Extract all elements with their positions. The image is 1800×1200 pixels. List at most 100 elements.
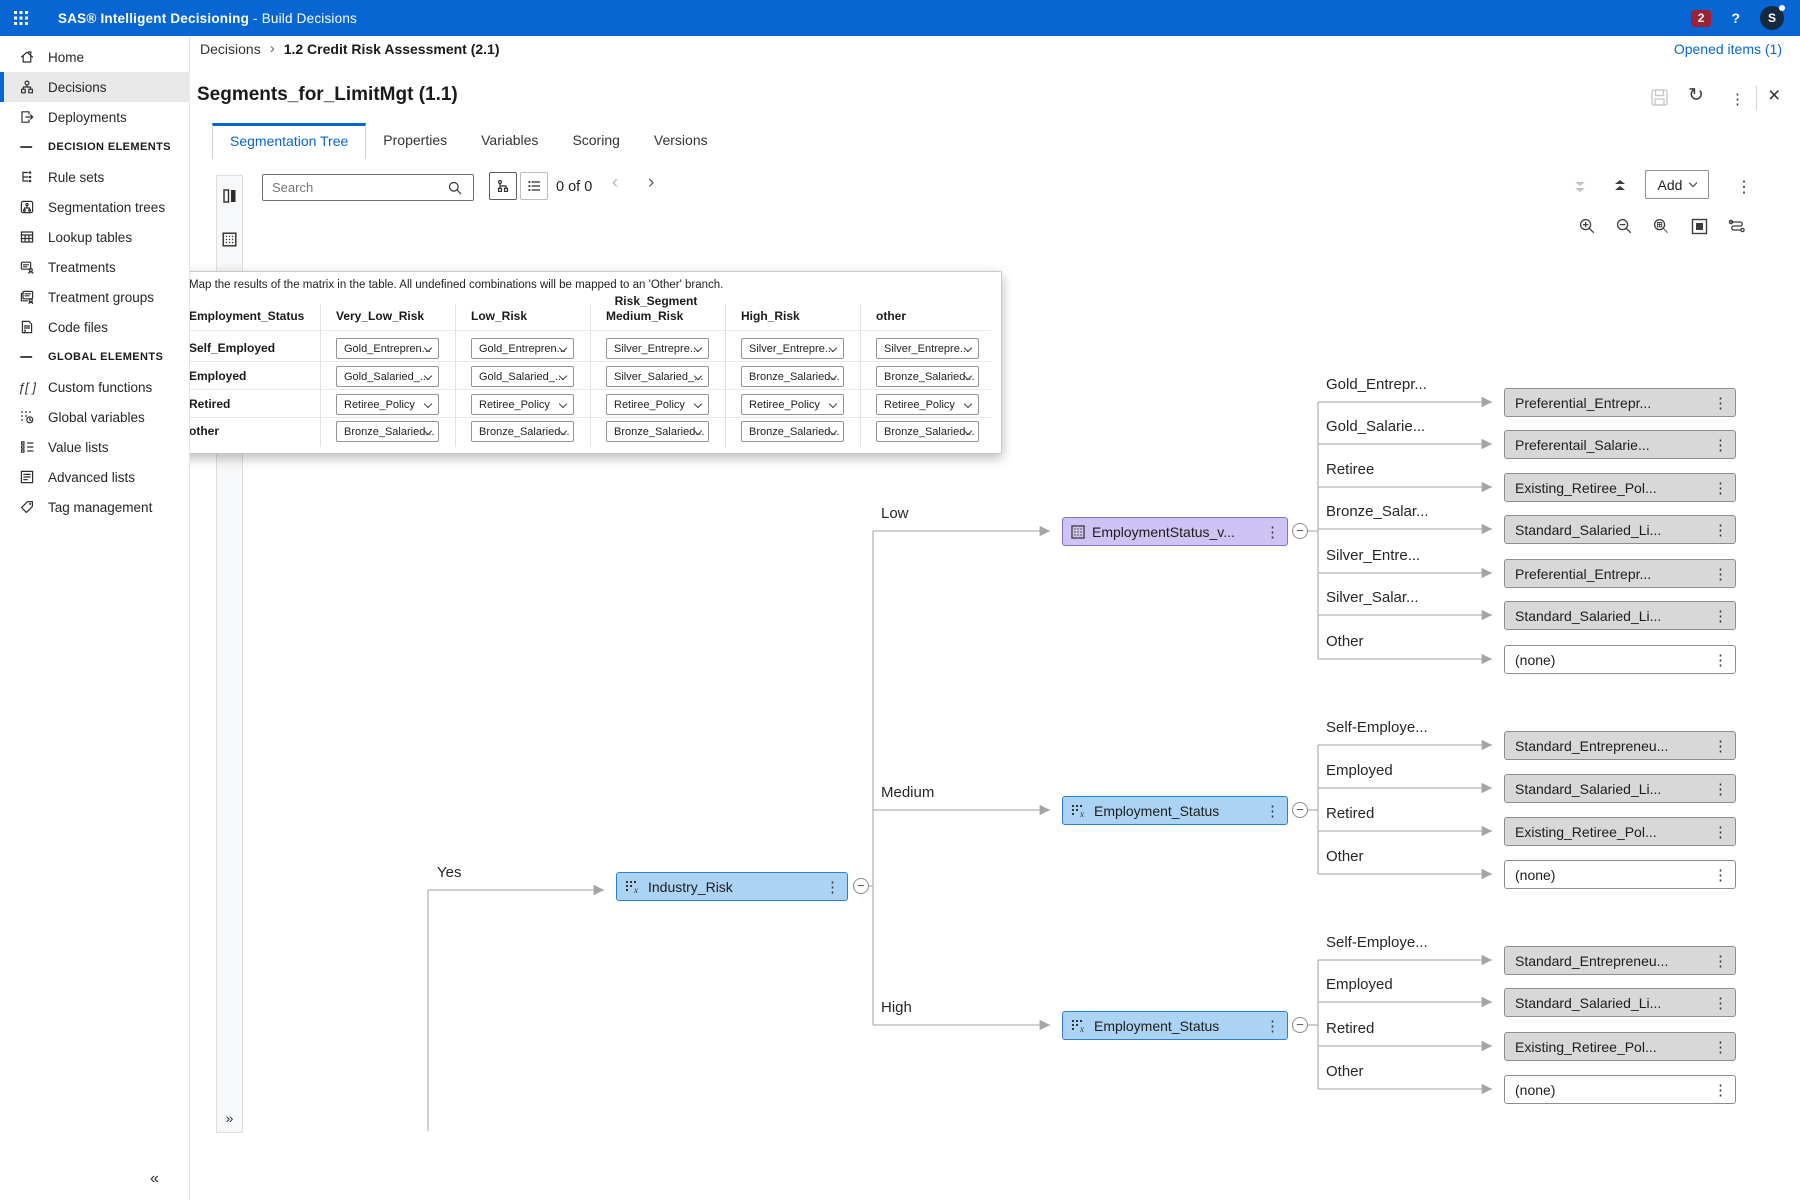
node-employment-status-high[interactable]: x Employment_Status ⋮ xyxy=(1062,1011,1288,1040)
add-button[interactable]: Add xyxy=(1645,170,1709,199)
matrix-cell-select[interactable]: Silver_Entrepre... xyxy=(606,338,709,359)
tab-scoring[interactable]: Scoring xyxy=(555,123,636,159)
sidebar-item-treatments[interactable]: Treatments xyxy=(0,252,190,282)
node-kebab-icon[interactable]: ⋮ xyxy=(1265,1017,1280,1035)
leaf-kebab-icon[interactable]: ⋮ xyxy=(1713,436,1728,454)
tree-view-toggle[interactable] xyxy=(489,172,517,200)
leaf-kebab-icon[interactable]: ⋮ xyxy=(1713,952,1728,970)
sidebar-item-segmentation-trees[interactable]: Segmentation trees xyxy=(0,192,190,222)
search-input[interactable] xyxy=(262,174,474,201)
list-view-toggle[interactable] xyxy=(520,172,548,200)
matrix-cell-select[interactable]: Bronze_Salaried... xyxy=(606,421,709,442)
sidebar-item-value-lists[interactable]: Value lists xyxy=(0,432,190,462)
leaf-target[interactable]: Preferential_Entrepr...⋮ xyxy=(1504,559,1736,588)
close-icon[interactable]: × xyxy=(1768,84,1780,108)
leaf-kebab-icon[interactable]: ⋮ xyxy=(1713,1081,1728,1099)
matrix-cell-select[interactable]: Gold_Entrepren... xyxy=(471,338,574,359)
toolbar-kebab-icon[interactable]: ⋮ xyxy=(1736,177,1752,197)
node-kebab-icon[interactable]: ⋮ xyxy=(1265,802,1280,820)
leaf-kebab-icon[interactable]: ⋮ xyxy=(1713,823,1728,841)
tab-versions[interactable]: Versions xyxy=(637,123,725,159)
tab-variables[interactable]: Variables xyxy=(464,123,555,159)
leaf-target[interactable]: Standard_Entrepreneu...⋮ xyxy=(1504,946,1736,975)
matrix-cell-select[interactable]: Bronze_Salaried... xyxy=(471,421,574,442)
notifications-badge[interactable]: 2 xyxy=(1691,10,1712,27)
matrix-cell-select[interactable]: Bronze_Salaried... xyxy=(876,421,979,442)
leaf-target-none[interactable]: (none)⋮ xyxy=(1504,645,1736,674)
collapse-node-icon[interactable]: − xyxy=(1292,1017,1308,1033)
matrix-cell-select[interactable]: Silver_Entrepre... xyxy=(741,338,844,359)
matrix-cell-select[interactable]: Retiree_Policy xyxy=(741,394,844,415)
previous-match-icon[interactable]: ‹ xyxy=(612,172,618,194)
node-kebab-icon[interactable]: ⋮ xyxy=(825,878,840,896)
matrix-table-panel-icon[interactable] xyxy=(217,232,242,247)
leaf-target[interactable]: Existing_Retiree_Pol...⋮ xyxy=(1504,817,1736,846)
breadcrumb-decisions-link[interactable]: Decisions xyxy=(200,41,261,57)
zoom-out-icon[interactable] xyxy=(1615,217,1633,235)
leaf-target[interactable]: Standard_Salaried_Li...⋮ xyxy=(1504,774,1736,803)
node-industry-risk[interactable]: x Industry_Risk ⋮ xyxy=(616,872,848,901)
leaf-target[interactable]: Standard_Salaried_Li...⋮ xyxy=(1504,988,1736,1017)
leaf-target[interactable]: Existing_Retiree_Pol...⋮ xyxy=(1504,1032,1736,1061)
leaf-kebab-icon[interactable]: ⋮ xyxy=(1713,866,1728,884)
sidebar-item-tag-management[interactable]: Tag management xyxy=(0,492,190,522)
app-switcher-icon[interactable] xyxy=(13,10,29,26)
tab-properties[interactable]: Properties xyxy=(366,123,464,159)
sidebar-item-decisions[interactable]: Decisions xyxy=(0,72,190,102)
collapse-all-icon[interactable] xyxy=(1572,179,1588,195)
leaf-kebab-icon[interactable]: ⋮ xyxy=(1713,565,1728,583)
matrix-cell-select[interactable]: Gold_Salaried_... xyxy=(471,366,574,387)
opened-items-link[interactable]: Opened items (1) xyxy=(1674,41,1782,57)
expand-all-icon[interactable] xyxy=(1612,177,1628,193)
leaf-kebab-icon[interactable]: ⋮ xyxy=(1713,651,1728,669)
sidebar-item-code-files[interactable]: Code files xyxy=(0,312,190,342)
leaf-kebab-icon[interactable]: ⋮ xyxy=(1713,607,1728,625)
matrix-cell-select[interactable]: Bronze_Salaried... xyxy=(876,366,979,387)
next-match-icon[interactable]: › xyxy=(648,172,654,194)
sidebar-collapse-icon[interactable]: « xyxy=(150,1170,159,1188)
leaf-target[interactable]: Standard_Salaried_Li...⋮ xyxy=(1504,515,1736,544)
leaf-kebab-icon[interactable]: ⋮ xyxy=(1713,780,1728,798)
header-kebab-icon[interactable]: ⋮ xyxy=(1730,90,1745,108)
collapse-node-icon[interactable]: − xyxy=(1292,802,1308,818)
collapse-node-icon[interactable]: − xyxy=(1292,523,1308,539)
tab-segmentation-tree[interactable]: Segmentation Tree xyxy=(212,123,366,159)
sidebar-item-lookup-tables[interactable]: Lookup tables xyxy=(0,222,190,252)
matrix-cell-select[interactable]: Silver_Entrepre... xyxy=(876,338,979,359)
sidebar-item-rule-sets[interactable]: Rule sets xyxy=(0,162,190,192)
refresh-icon[interactable]: ↻ xyxy=(1688,84,1704,107)
matrix-cell-select[interactable]: Retiree_Policy xyxy=(606,394,709,415)
leaf-kebab-icon[interactable]: ⋮ xyxy=(1713,994,1728,1012)
matrix-cell-select[interactable]: Gold_Salaried_... xyxy=(336,366,439,387)
leaf-target-none[interactable]: (none)⋮ xyxy=(1504,1075,1736,1104)
auto-layout-icon[interactable] xyxy=(1728,218,1746,234)
zoom-in-icon[interactable] xyxy=(1578,217,1596,235)
matrix-cell-select[interactable]: Gold_Entrepren... xyxy=(336,338,439,359)
leaf-target[interactable]: Preferential_Entrepr...⋮ xyxy=(1504,388,1736,417)
sidebar-item-deployments[interactable]: Deployments xyxy=(0,102,190,132)
leaf-target[interactable]: Existing_Retiree_Pol...⋮ xyxy=(1504,473,1736,502)
sidebar-item-treatment-groups[interactable]: Treatment groups xyxy=(0,282,190,312)
overview-icon[interactable] xyxy=(1691,218,1708,235)
zoom-fit-icon[interactable] xyxy=(1652,217,1670,235)
sidebar-item-advanced-lists[interactable]: Advanced lists xyxy=(0,462,190,492)
matrix-cell-select[interactable]: Retiree_Policy xyxy=(876,394,979,415)
save-icon[interactable] xyxy=(1650,88,1669,107)
matrix-cell-select[interactable]: Bronze_Salaried... xyxy=(336,421,439,442)
help-icon[interactable]: ? xyxy=(1731,10,1740,26)
leaf-kebab-icon[interactable]: ⋮ xyxy=(1713,737,1728,755)
matrix-cell-select[interactable]: Bronze_Salaried... xyxy=(741,366,844,387)
leaf-kebab-icon[interactable]: ⋮ xyxy=(1713,394,1728,412)
sidebar-item-custom-functions[interactable]: ƒ[ ]Custom functions xyxy=(0,372,190,402)
leaf-target[interactable]: Standard_Entrepreneu...⋮ xyxy=(1504,731,1736,760)
leaf-target[interactable]: Preferentail_Salarie...⋮ xyxy=(1504,430,1736,459)
node-employmentstatus-matrix[interactable]: EmploymentStatus_v... ⋮ xyxy=(1062,517,1288,546)
node-employment-status-medium[interactable]: x Employment_Status ⋮ xyxy=(1062,796,1288,825)
rail-expand-icon[interactable]: » xyxy=(219,1110,240,1126)
leaf-kebab-icon[interactable]: ⋮ xyxy=(1713,521,1728,539)
leaf-target-none[interactable]: (none)⋮ xyxy=(1504,860,1736,889)
leaf-target[interactable]: Standard_Salaried_Li...⋮ xyxy=(1504,601,1736,630)
sidebar-item-global-variables[interactable]: Global variables xyxy=(0,402,190,432)
leaf-kebab-icon[interactable]: ⋮ xyxy=(1713,479,1728,497)
leaf-kebab-icon[interactable]: ⋮ xyxy=(1713,1038,1728,1056)
